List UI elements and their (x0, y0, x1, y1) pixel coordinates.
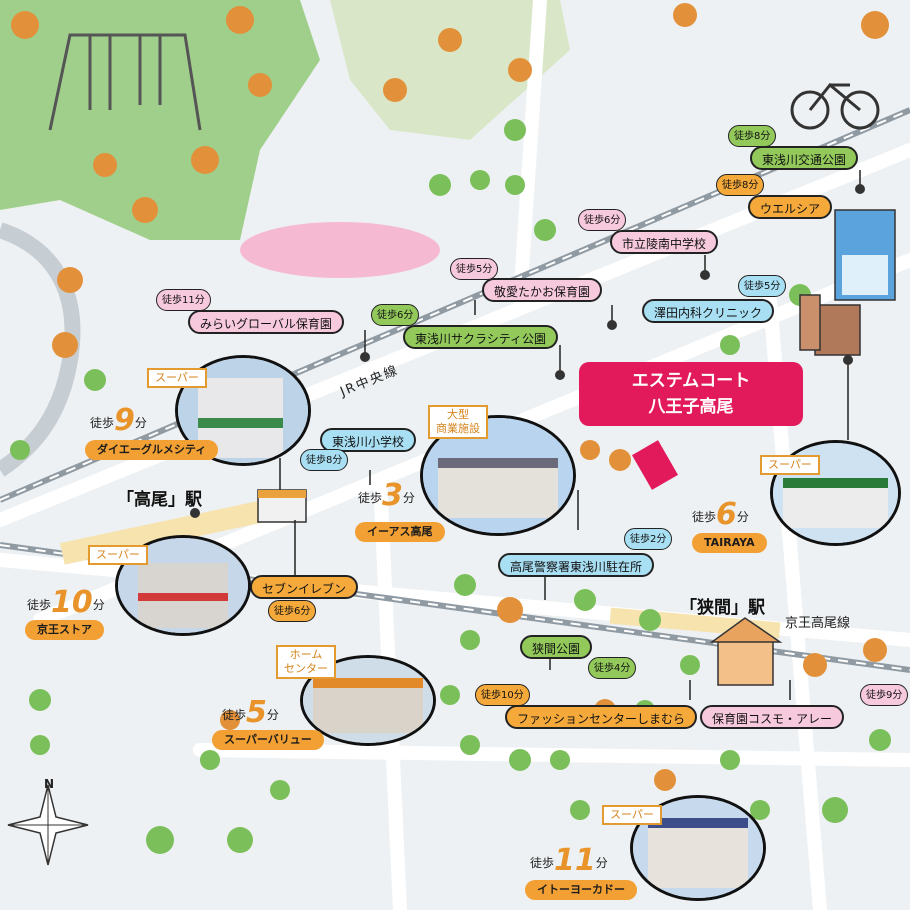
ias-walk: 徒歩3分 (358, 478, 415, 513)
value-walk-prefix: 徒歩 (222, 708, 247, 722)
keio-walk-num: 10 (51, 585, 93, 620)
clinic-icon (799, 294, 861, 356)
daiei-name: ダイエーグルメシティ (85, 440, 219, 460)
poi-sakura-marker (555, 370, 565, 380)
poi-kotsu-walk: 徒歩8分 (728, 125, 777, 147)
poi-police-name: 高尾警察署東浅川駐在所 (498, 553, 655, 577)
poi-kotsu-marker (855, 184, 865, 194)
itoyokado-walk: 徒歩11分 (530, 843, 608, 878)
ias-walk-unit: 分 (402, 491, 415, 505)
river (0, 222, 81, 477)
value-tag: ホーム センター (276, 645, 336, 679)
store-icon (257, 489, 307, 523)
poi-sawada-walk: 徒歩5分 (738, 275, 787, 297)
poi-ryonan-walk: 徒歩6分 (578, 209, 627, 231)
poi-welcia-name: ウエルシア (748, 195, 833, 219)
property-name-line1: エステムコート (631, 371, 751, 391)
poi-hazamapark-name: 狭間公園 (520, 635, 593, 659)
ias-name: イーアス高尾 (355, 522, 445, 542)
tairaya-tag: スーパー (760, 455, 820, 475)
poi-seven-walk: 徒歩6分 (268, 600, 317, 622)
compass-icon (7, 784, 89, 866)
keio-walk-prefix: 徒歩 (27, 598, 52, 612)
poi-keiai-marker (607, 320, 617, 330)
poi-ryonan-name: 市立陵南中学校 (610, 230, 719, 254)
tairaya-name: TAIRAYA (692, 533, 767, 553)
poi-cosmo-name: 保育園コスモ・アレー (700, 705, 845, 729)
park-area-north (330, 0, 570, 140)
poi-cosmo-walk: 徒歩9分 (860, 684, 909, 706)
ias-tag: 大型 商業施設 (428, 405, 488, 439)
poi-keiai-walk: 徒歩5分 (450, 258, 499, 280)
poi-sakura-walk: 徒歩6分 (371, 304, 420, 326)
tairaya-walk-unit: 分 (736, 510, 749, 524)
picnic-blanket (240, 222, 440, 278)
poi-shimamura-name: ファッションセンターしまむら (505, 705, 698, 729)
poi-higashiasakawa-walk: 徒歩8分 (300, 449, 349, 471)
hazama-station-label: 「狭間」駅 (680, 598, 765, 618)
value-walk-unit: 分 (266, 708, 279, 722)
nursery-icon (709, 617, 783, 686)
poi-shimamura-walk: 徒歩10分 (475, 684, 530, 706)
photo-ias (420, 415, 576, 536)
keio-line-label: 京王高尾線 (785, 616, 851, 631)
poi-welcia-walk: 徒歩8分 (716, 174, 765, 196)
daiei-walk: 徒歩9分 (90, 403, 147, 438)
bicycle-icon (790, 82, 880, 130)
itoyokado-walk-num: 11 (554, 843, 596, 878)
poi-sakura-name: 東浅川サクラシティ公園 (403, 325, 559, 349)
property-label: エステムコート 八王子高尾 (579, 362, 803, 426)
value-walk: 徒歩5分 (222, 695, 279, 730)
poi-keiai-name: 敬愛たかお保育園 (482, 278, 603, 302)
compass-north-label: N (44, 777, 55, 791)
poi-mirai-name: みらいグローバル保育園 (188, 310, 344, 334)
tairaya-walk: 徒歩6分 (692, 497, 749, 532)
takao-station-marker (190, 508, 200, 518)
tree-icon (10, 3, 891, 854)
ias-walk-prefix: 徒歩 (358, 491, 383, 505)
poi-police-walk: 徒歩2分 (624, 528, 673, 550)
park-area-northwest (0, 0, 320, 240)
poi-mirai-marker (360, 352, 370, 362)
pharmacy-icon (834, 209, 896, 301)
keio-tag: スーパー (88, 545, 148, 565)
poi-seven-name: セブンイレブン (250, 575, 359, 599)
poi-hazamapark-walk: 徒歩4分 (588, 657, 637, 679)
tairaya-walk-num: 6 (716, 497, 737, 532)
swing-icon (48, 33, 202, 131)
itoyokado-walk-unit: 分 (595, 856, 608, 870)
itoyokado-name: イトーヨーカドー (525, 880, 637, 900)
takao-station-label: 「高尾」駅 (117, 490, 202, 510)
tairaya-walk-prefix: 徒歩 (692, 510, 717, 524)
value-name: スーパーバリュー (212, 730, 324, 750)
poi-mirai-walk: 徒歩11分 (156, 289, 211, 311)
photo-keio (115, 535, 251, 636)
property-site (632, 440, 678, 490)
keio-walk: 徒歩10分 (27, 585, 105, 620)
daiei-walk-prefix: 徒歩 (90, 416, 115, 430)
keio-walk-unit: 分 (92, 598, 105, 612)
keio-name: 京王ストア (25, 620, 104, 640)
itoyokado-walk-prefix: 徒歩 (530, 856, 555, 870)
itoyokado-tag: スーパー (602, 805, 662, 825)
poi-kotsu-name: 東浅川交通公園 (750, 146, 859, 170)
property-name-line2: 八王子高尾 (648, 397, 734, 417)
daiei-walk-num: 9 (114, 403, 135, 438)
value-walk-num: 5 (246, 695, 267, 730)
daiei-tag: スーパー (147, 368, 207, 388)
ias-walk-num: 3 (382, 478, 403, 513)
poi-sawada-marker (843, 355, 853, 365)
poi-sawada-name: 澤田内科クリニック (642, 299, 775, 323)
daiei-walk-unit: 分 (134, 416, 147, 430)
road-vertical-2 (513, 0, 547, 307)
poi-ryonan-marker (700, 270, 710, 280)
poi-higashiasakawa-name: 東浅川小学校 (320, 428, 417, 452)
